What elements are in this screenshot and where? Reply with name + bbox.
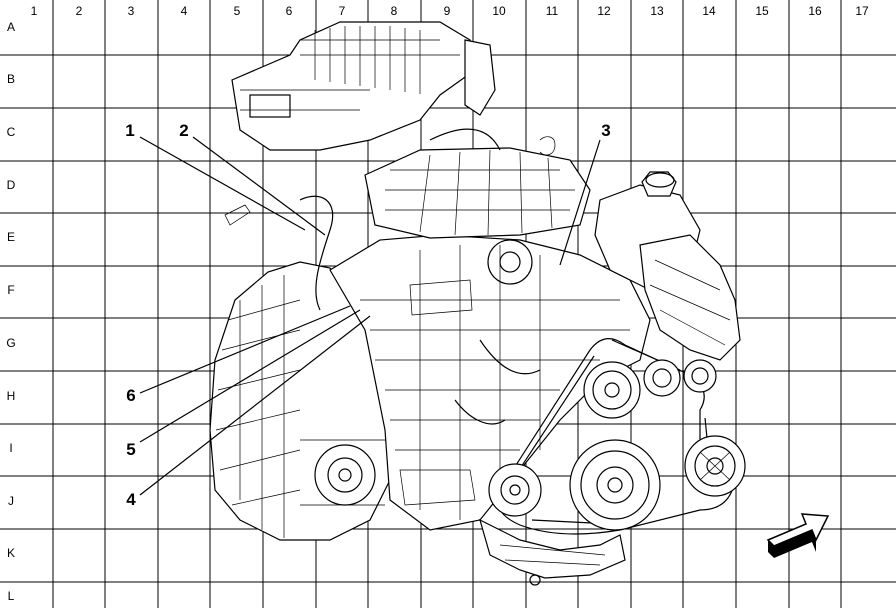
col-label: 10 (492, 4, 506, 18)
front-arrow-icon (766, 513, 830, 558)
col-label: 16 (808, 4, 822, 18)
col-label: 17 (855, 4, 869, 18)
col-label: 6 (286, 4, 293, 18)
col-label: 14 (702, 4, 716, 18)
leader-lines (139, 136, 601, 496)
callout-3: 3 (601, 121, 610, 140)
callout-4: 4 (126, 490, 136, 509)
col-label: 8 (391, 4, 398, 18)
callout-2: 2 (179, 121, 188, 140)
callout-6: 6 (126, 386, 135, 405)
row-label: J (8, 494, 14, 508)
row-label: C (7, 125, 16, 139)
row-label: A (7, 20, 15, 34)
callout-1: 1 (125, 121, 134, 140)
callout-labels: 1 2 3 4 5 6 (125, 121, 610, 509)
row-label: L (8, 589, 15, 603)
row-label: B (7, 72, 15, 86)
col-label: 13 (650, 4, 664, 18)
col-label: 2 (76, 4, 83, 18)
engine-assembly-drawing (209, 21, 746, 586)
col-label: 3 (128, 4, 135, 18)
col-label: 11 (546, 4, 559, 18)
col-label: 7 (339, 4, 346, 18)
row-label: I (9, 441, 12, 455)
callout-5: 5 (126, 440, 135, 459)
col-label: 5 (234, 4, 241, 18)
row-label: E (7, 230, 15, 244)
col-label: 15 (755, 4, 769, 18)
row-label: G (6, 336, 15, 350)
col-label: 9 (444, 4, 451, 18)
row-label: F (7, 283, 14, 297)
col-label: 4 (181, 4, 188, 18)
row-label: D (7, 178, 16, 192)
row-label: K (7, 546, 15, 560)
column-labels: 1 2 3 4 5 6 7 8 9 10 11 12 13 14 15 16 1… (31, 4, 869, 18)
col-label: 12 (597, 4, 611, 18)
row-label: H (7, 389, 16, 403)
col-label: 1 (31, 4, 38, 18)
row-labels: A B C D E F G H I J K L (6, 20, 15, 603)
